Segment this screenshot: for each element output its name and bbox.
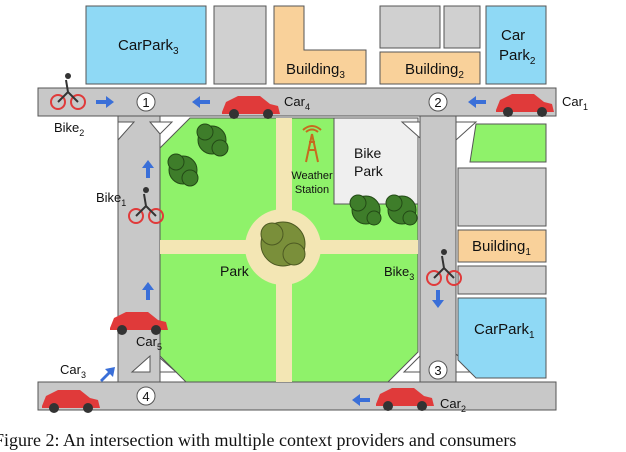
arrow-down-icon: [432, 290, 444, 308]
car-3-label: Car3: [60, 362, 86, 380]
building-3-block: [273, 5, 367, 85]
tree-icon: [196, 123, 229, 157]
intersection-1-label: 1: [142, 95, 149, 110]
building-1-label: Building1: [472, 238, 531, 258]
building-1-block: [457, 229, 547, 263]
car-3-icon: [42, 390, 100, 413]
car-2-icon: [376, 388, 434, 411]
car-1-label: Car1: [562, 94, 588, 112]
grey-block-right-2: [457, 265, 547, 295]
car-4-label: Car4: [284, 94, 310, 112]
building-3-label: Building3: [286, 61, 345, 81]
car-2-label: Car2: [440, 396, 466, 414]
grey-block-top-1: [213, 5, 267, 85]
arrow-right-icon: [96, 96, 114, 108]
grey-block-top-2: [379, 5, 441, 49]
tree-icon: [349, 194, 382, 226]
park-label: Park: [220, 263, 250, 279]
intersection-markers: [136, 92, 448, 406]
weather-station-label-line1: Weather: [291, 170, 333, 182]
tree-icon: [385, 194, 418, 226]
bike-park-label-line2: Park: [354, 163, 384, 179]
bike-1-icon: [128, 187, 164, 224]
weather-station-icon: [302, 125, 322, 163]
arrow-diagonal-icon: [100, 367, 115, 382]
intersection-3-label: 3: [434, 363, 441, 378]
bike-park-area: [333, 117, 419, 205]
intersection-2-label: 2: [434, 95, 441, 110]
car-5-label: Car5: [136, 334, 162, 352]
green-block-right: [469, 123, 547, 163]
carpark-1-block: [457, 297, 547, 379]
carpark-3-block: [85, 5, 207, 85]
arrow-left-icon: [468, 96, 486, 108]
arrow-left-icon: [352, 394, 370, 406]
grey-block-top-3: [443, 5, 481, 49]
intersection-4-label: 4: [142, 389, 149, 404]
bike-3-icon: [426, 249, 462, 286]
arrow-left-icon: [192, 96, 210, 108]
car-4-icon: [222, 96, 280, 119]
carpark-2-label-line2: Park2: [499, 47, 536, 67]
bottom-road: [37, 381, 557, 411]
bike-park-label-line1: Bike: [354, 145, 381, 161]
figure-caption: Figure 2: An intersection with multiple …: [0, 430, 517, 450]
arrow-up-icon: [142, 160, 154, 178]
car-5-icon: [110, 312, 168, 335]
arrow-up-icon: [142, 282, 154, 300]
carpark-2-block: [485, 5, 547, 85]
weather-station-label-line2: Station: [295, 184, 329, 196]
carpark-3-label: CarPark3: [118, 37, 179, 57]
bike-2-label: Bike2: [54, 120, 84, 138]
tree-icon: [260, 221, 306, 267]
bike-1-label: Bike1: [96, 190, 126, 208]
bike-2-icon: [50, 73, 86, 110]
carpark-2-label-line1: Car: [501, 27, 525, 44]
building-2-label: Building2: [405, 61, 464, 81]
tree-icon: [167, 153, 199, 187]
bike-3-label: Bike3: [384, 264, 414, 282]
grey-block-right-1: [457, 167, 547, 227]
carpark-1-label: CarPark1: [474, 321, 535, 341]
right-road: [419, 115, 457, 383]
direction-arrows: [96, 96, 486, 406]
building-2-block: [379, 51, 481, 85]
car-1-icon: [496, 94, 554, 117]
